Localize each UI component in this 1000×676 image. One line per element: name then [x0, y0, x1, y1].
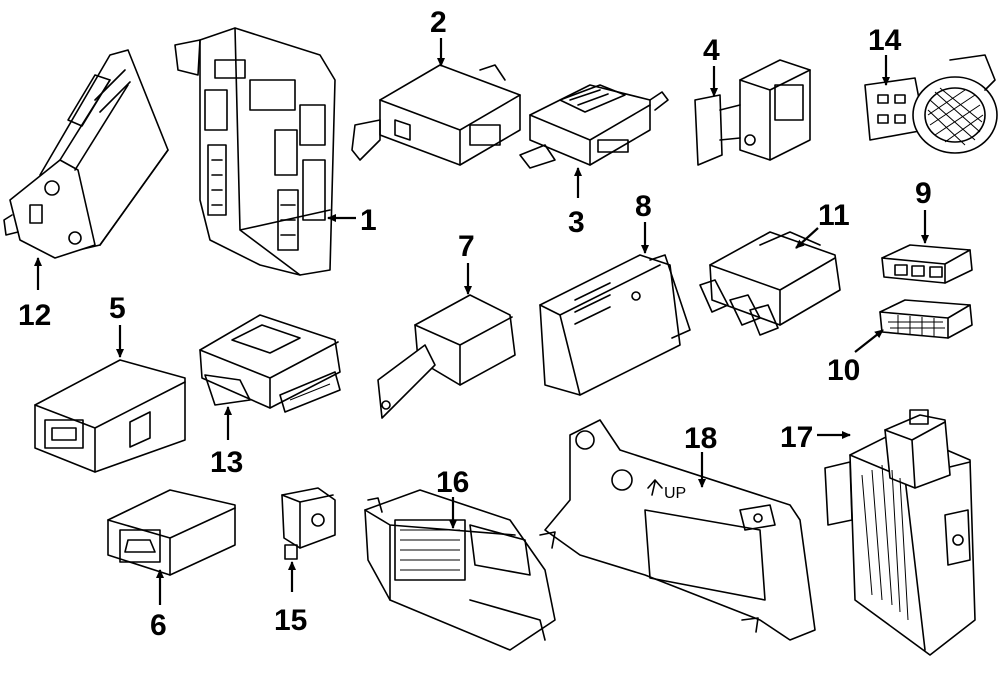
callout-1: 1	[360, 204, 377, 237]
part-17-ecu[interactable]	[824, 409, 976, 656]
part-1-junction-box[interactable]	[174, 27, 336, 276]
callout-11: 11	[818, 199, 850, 232]
part-15-sensor[interactable]	[281, 487, 336, 560]
part-9-relay[interactable]	[881, 244, 973, 284]
callout-9: 9	[915, 177, 932, 210]
callout-5: 5	[109, 292, 126, 325]
part-4-relay[interactable]	[694, 59, 811, 166]
part-14-sensor[interactable]	[864, 54, 998, 154]
part-7-module[interactable]	[377, 294, 516, 419]
callout-6: 6	[150, 609, 167, 642]
callout-4: 4	[703, 34, 720, 67]
callout-12: 12	[18, 299, 51, 332]
callout-15: 15	[274, 604, 307, 637]
callout-18: 18	[684, 422, 717, 455]
part-8-module[interactable]	[539, 254, 691, 396]
leader-arrows	[34, 38, 929, 605]
callout-labels: 1 2 3 4 5 6 7 8 9 10 11 12 13 14 15 16 1…	[18, 6, 932, 642]
leader-11	[795, 227, 819, 249]
part-10-relay[interactable]	[879, 299, 973, 339]
leader-10	[854, 329, 884, 353]
part-12-module[interactable]	[3, 49, 169, 259]
part-2-module[interactable]	[351, 64, 521, 166]
callout-2: 2	[430, 6, 447, 39]
up-marking: UP	[664, 485, 686, 502]
part-6-module[interactable]	[107, 489, 236, 576]
callout-16: 16	[436, 466, 469, 499]
callout-10: 10	[827, 354, 860, 387]
callout-13: 13	[210, 446, 243, 479]
part-3-module[interactable]	[519, 84, 669, 169]
callout-8: 8	[635, 190, 652, 223]
callout-14: 14	[868, 24, 902, 57]
callout-3: 3	[568, 206, 585, 239]
part-13-module[interactable]	[199, 314, 341, 413]
part-5-module[interactable]	[34, 359, 186, 473]
callout-17: 17	[780, 421, 813, 454]
callout-7: 7	[458, 230, 475, 263]
part-18-bracket[interactable]: UP	[539, 419, 816, 641]
part-11-module[interactable]	[699, 231, 841, 336]
part-16-control-unit[interactable]	[364, 489, 556, 651]
